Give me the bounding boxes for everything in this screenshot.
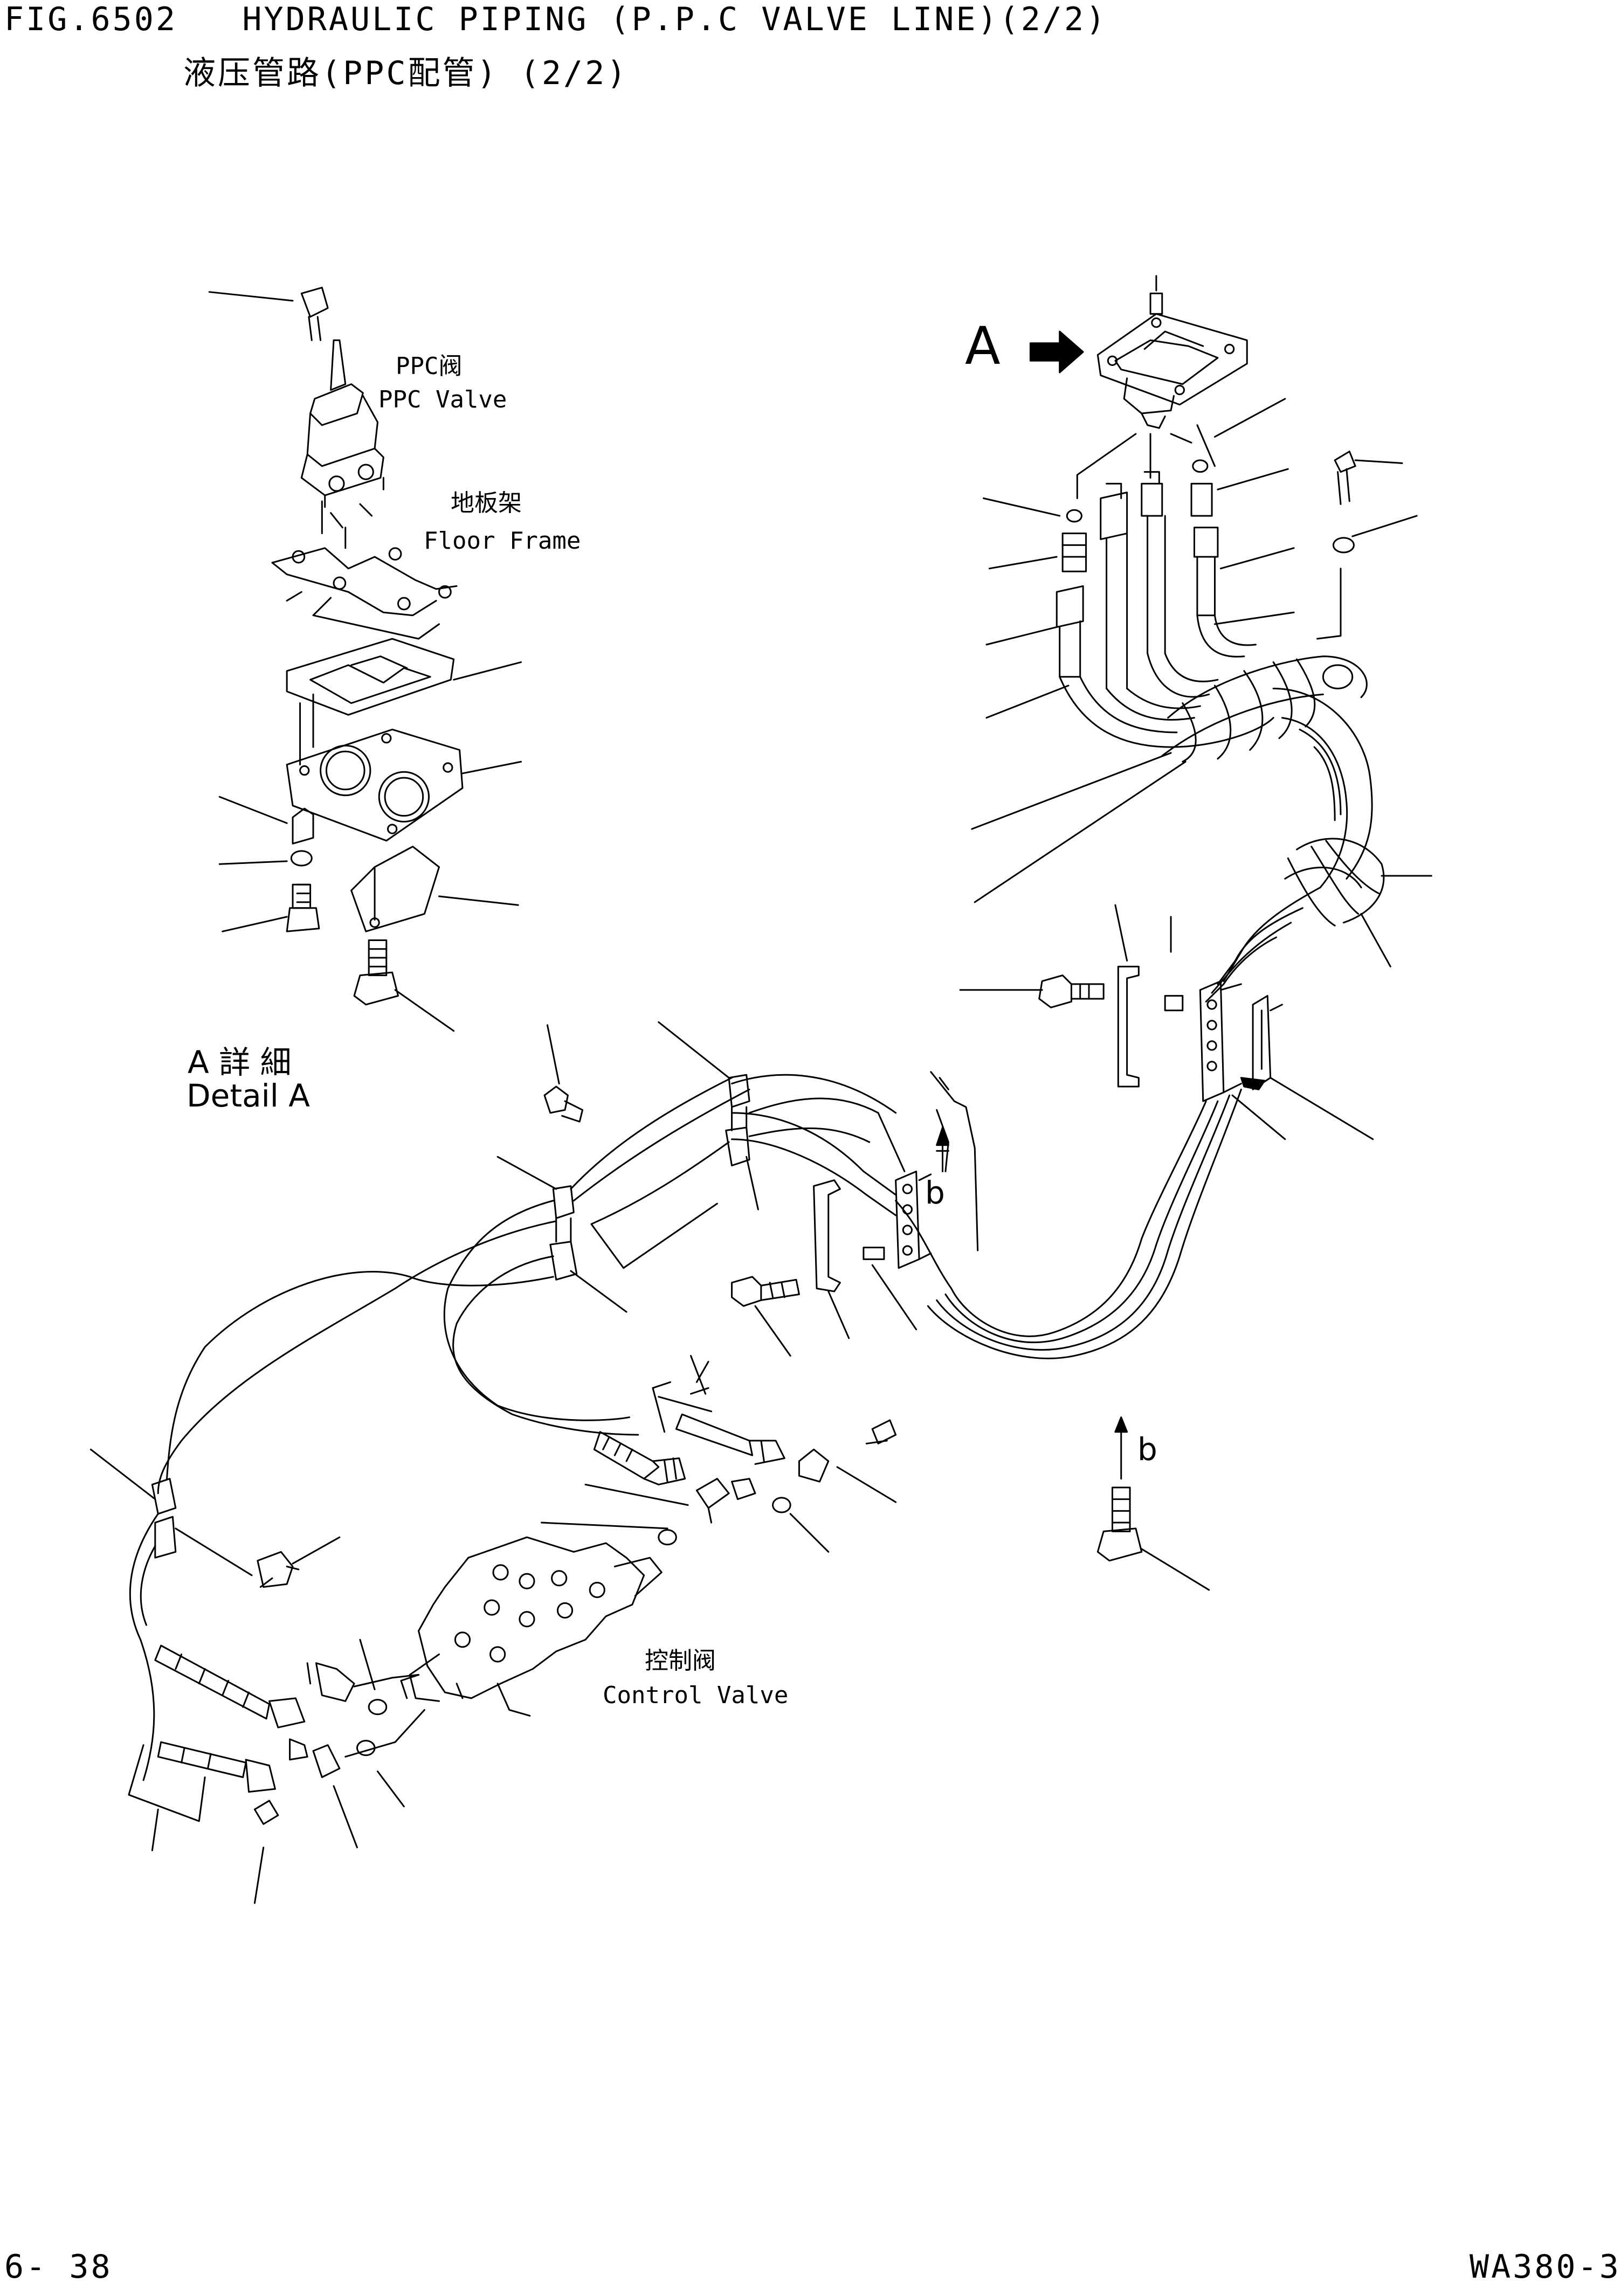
cover-plate-part: [287, 639, 521, 715]
ppc-valve-label-chinese: PPC阀: [396, 352, 463, 380]
model-number: WA380-3: [1470, 2248, 1621, 2286]
floor-frame-label-chinese: 地板架: [451, 489, 522, 517]
floor-frame-part: [272, 548, 457, 639]
control-valve-label-chinese: 控制阀: [645, 1647, 716, 1675]
detail-a-label-chinese: A 詳 細: [188, 1044, 292, 1081]
clamp-assembly-middle: [732, 1072, 978, 1356]
detail-a-assembly: [209, 288, 521, 1031]
gasket-plate-part: [287, 501, 521, 841]
view-a-label: A: [965, 316, 1001, 376]
view-b-bolt: [1098, 1417, 1209, 1590]
callout-bracket: [351, 847, 519, 931]
detail-a-label: Detail A: [187, 1077, 310, 1114]
floor-frame-label: Floor Frame: [424, 527, 581, 555]
view-b-label-lower: b: [1137, 1431, 1157, 1468]
screw-part-right: [1318, 452, 1417, 639]
figure-title-chinese: 液压管路(PPC配管) (2/2): [183, 54, 629, 92]
bolt-part: [354, 940, 454, 1031]
control-valve-label: Control Valve: [603, 1682, 789, 1709]
control-valve-part: [401, 1537, 661, 1716]
hose-bundle-upper: [1060, 616, 1432, 984]
ppc-valve-top-view: [1098, 276, 1247, 428]
fittings-row: [1057, 460, 1218, 689]
clamp-assembly-right: [896, 905, 1373, 1358]
view-b-label-upper: b: [925, 1174, 945, 1211]
clamp-assembly-left: [158, 1022, 895, 1493]
page-number: 6- 38: [4, 2248, 113, 2286]
lower-hose-group: [542, 1356, 896, 1552]
figure-title: FIG.6502 HYDRAULIC PIPING (P.P.C VALVE L…: [4, 1, 1108, 38]
lower-left-hose-group: [91, 1449, 424, 1903]
ppc-valve-label: PPC Valve: [378, 386, 507, 413]
ppc-valve-part: [209, 288, 383, 528]
fastener-parts-left: [219, 797, 319, 931]
view-a-assembly: [972, 276, 1432, 984]
